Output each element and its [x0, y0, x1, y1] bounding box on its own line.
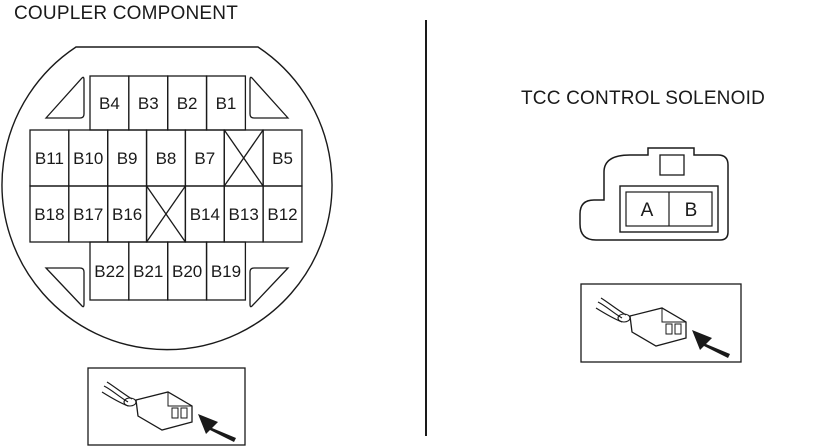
- coupler-component-title: COUPLER COMPONENT: [14, 3, 239, 24]
- unused-pin-cross: [223, 129, 264, 187]
- pin-label: B13: [229, 205, 259, 224]
- tcc-pin-housing: [619, 185, 719, 233]
- pin-label: B1: [216, 94, 237, 113]
- pin-cell: [262, 185, 303, 243]
- tcc-pin-b: B: [685, 200, 698, 221]
- pin-label: B2: [177, 94, 198, 113]
- pin-label: B9: [117, 149, 138, 168]
- latch-triangle-top-right: [249, 76, 290, 119]
- pin-label: B11: [35, 149, 64, 168]
- pin-label: B16: [112, 205, 142, 224]
- pin-label: B7: [194, 149, 215, 168]
- tcc-latch-tab: [659, 154, 685, 176]
- pin-label: B21: [133, 262, 163, 281]
- pin-label: B5: [272, 149, 293, 168]
- pin-label: B12: [267, 205, 297, 224]
- pin-label: B17: [73, 205, 103, 224]
- harness-view-icon-left: [87, 367, 246, 446]
- tcc-pin-a: A: [641, 200, 654, 221]
- harness-view-icon-right: [580, 283, 742, 363]
- latch-triangle-top-left: [44, 76, 85, 119]
- pin-label: B20: [172, 262, 202, 281]
- tcc-control-solenoid-title: TCC CONTROL SOLENOID: [521, 88, 765, 109]
- pin-label: B3: [138, 94, 159, 113]
- coupler-pin-grid: [29, 75, 303, 301]
- latch-triangle-bottom-right: [249, 267, 290, 308]
- pin-cell: [205, 241, 247, 301]
- coupler-outline: [1, 46, 333, 351]
- pin-label: B4: [99, 94, 120, 113]
- pin-label: B19: [211, 262, 241, 281]
- pin-label: B10: [73, 149, 103, 168]
- pin-label: B14: [190, 205, 220, 224]
- latch-triangle-bottom-left: [44, 267, 85, 308]
- pin-label: B8: [156, 149, 177, 168]
- pin-label: B18: [34, 205, 64, 224]
- tcc-connector-body: [579, 147, 729, 241]
- pin-label: B22: [94, 262, 124, 281]
- unused-pin-cross: [146, 185, 186, 243]
